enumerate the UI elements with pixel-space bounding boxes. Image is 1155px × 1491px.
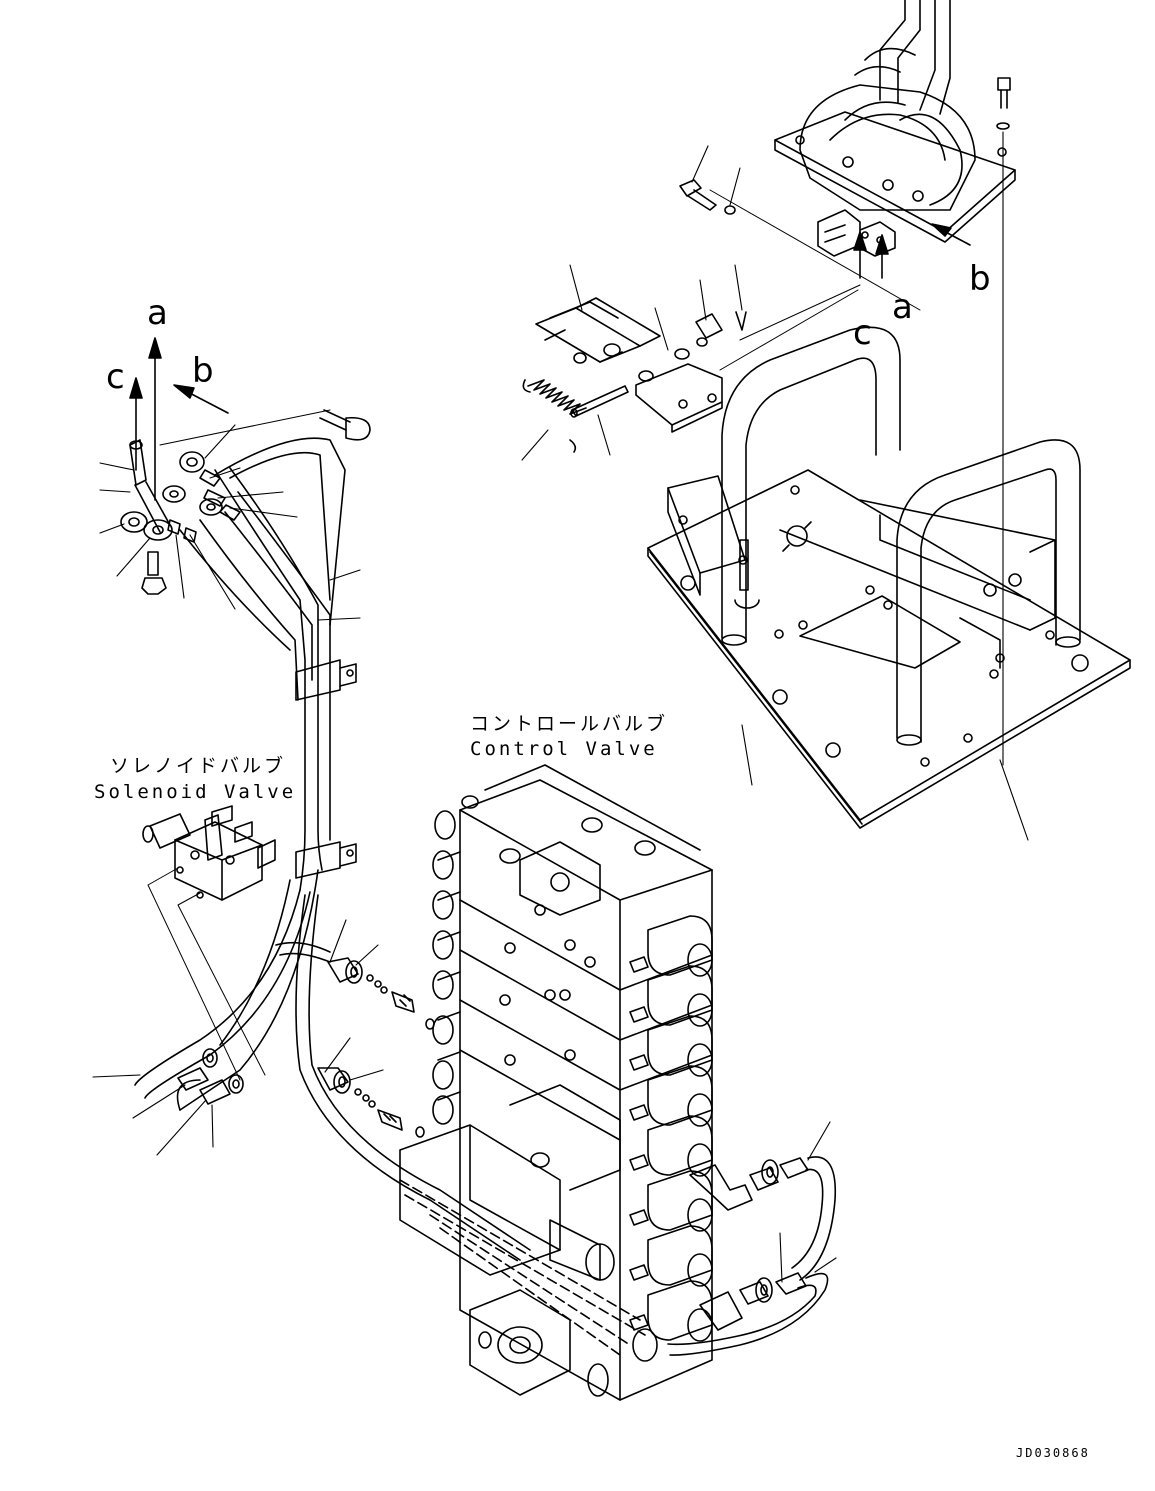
- arrow-label-c-right: c: [853, 313, 872, 353]
- lever-assembly: [774, 0, 1016, 766]
- solenoid-valve-caption-jp: ソレノイドバルブ: [110, 755, 287, 777]
- lever-mount-bolt: [679, 179, 921, 311]
- control-valve-caption-en: Control Valve: [470, 738, 658, 760]
- arrow-label-b-left: b: [192, 351, 214, 391]
- right-hose-loop: [667, 1156, 837, 1356]
- arrow-label-a-left: a: [147, 293, 168, 333]
- floor-plate: [647, 469, 1131, 829]
- arrow-label-b-right: b: [969, 259, 991, 299]
- lever-stand: [667, 326, 1081, 746]
- lock-bracket-parts: [522, 284, 861, 453]
- arrow-label-c-left: c: [106, 357, 125, 397]
- left-fittings-cluster: [120, 409, 371, 595]
- left-direction-arrows: [129, 223, 971, 501]
- solenoid-valve-body: [142, 805, 276, 1081]
- hose-bundle: [134, 437, 531, 1261]
- solenoid-valve-caption-en: Solenoid Valve: [94, 781, 297, 803]
- arrow-label-a-right: a: [892, 287, 913, 327]
- valve-hose-fittings: [176, 957, 435, 1138]
- drawing-code: JD030868: [1016, 1446, 1090, 1460]
- leader-lines: [92, 145, 1029, 1283]
- control-valve-caption-jp: コントロールバルブ: [470, 713, 669, 735]
- control-valve-body: [399, 764, 713, 1401]
